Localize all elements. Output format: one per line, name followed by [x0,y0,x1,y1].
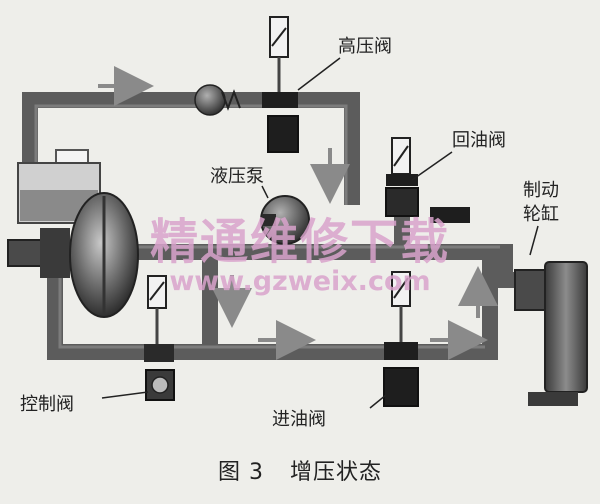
control-valve [144,275,175,401]
watermark-title: 精通维修下载 [150,214,450,270]
figure-number: 图 3 [217,460,264,485]
label-high-pressure-valve: 高压阀 [338,36,392,57]
watermark: 精通维修下载 www.gzweix.com [150,214,450,297]
flow-arrows [98,66,498,360]
label-brake-cylinder-line1: 制动 [523,180,559,201]
label-brake-cylinder-line2: 轮缸 [523,203,559,225]
labels: 高压阀 回油阀 液压泵 制动 轮缸 控制阀 进油阀 [20,36,559,430]
label-hydraulic-pump: 液压泵 [210,166,264,187]
label-inlet-valve: 进油阀 [272,409,326,430]
pipe-top-loop [22,92,360,205]
check-valve-spring [194,84,241,116]
leader-lines [101,57,539,409]
brake-wheel-cylinder [430,207,588,406]
figure-title: 增压状态 [289,460,382,485]
inlet-valve [383,271,419,407]
label-control-valve: 控制阀 [20,394,74,415]
watermark-url: www.gzweix.com [169,266,430,297]
return-valve [385,137,419,217]
label-return-valve: 回油阀 [452,130,506,151]
brake-booster [7,192,139,318]
hydraulic-pump [260,195,310,245]
figure-caption: 图 3 增压状态 [0,454,600,486]
pipe-highlights [34,104,500,349]
high-pressure-valve [262,16,299,153]
